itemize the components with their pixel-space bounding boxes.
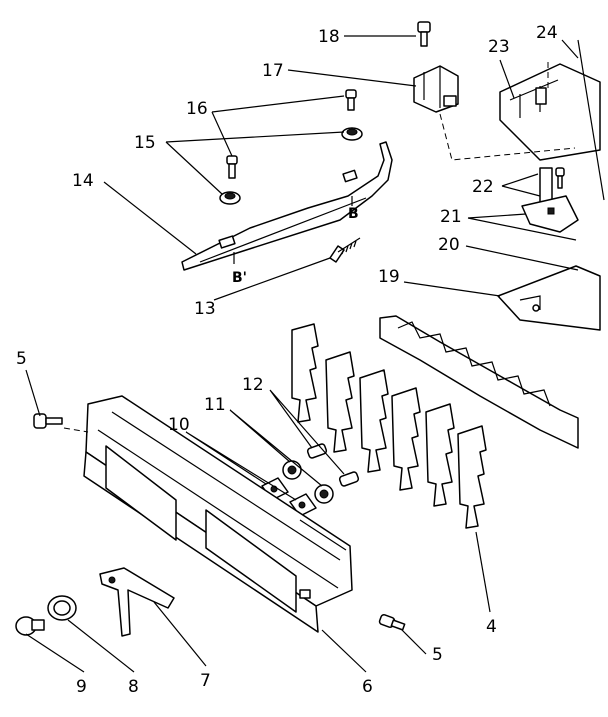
part-7-lever bbox=[99, 567, 175, 637]
callout-4: 4 bbox=[486, 617, 497, 637]
callout-24: 24 bbox=[536, 23, 558, 43]
section-mark-b: B bbox=[348, 206, 359, 222]
part-8-knob bbox=[47, 595, 77, 621]
part-15-washer-b bbox=[219, 191, 241, 205]
part-15-washer-a bbox=[341, 127, 363, 141]
main-frame-rail bbox=[379, 315, 579, 449]
callout-7: 7 bbox=[200, 671, 211, 691]
section-mark-b-prime: B' bbox=[232, 270, 247, 286]
callout-15: 15 bbox=[134, 133, 156, 153]
callout-11: 11 bbox=[204, 395, 226, 415]
callout-20: 20 bbox=[438, 235, 460, 255]
callout-10: 10 bbox=[168, 415, 190, 435]
part-16-screw-a bbox=[345, 89, 357, 111]
part-6-main-frame bbox=[83, 395, 353, 633]
callout-16: 16 bbox=[186, 99, 208, 119]
part-13-spring bbox=[329, 237, 361, 263]
callout-labels: 18 17 23 24 16 15 14 13 22 21 20 19 5 12… bbox=[16, 23, 558, 697]
callout-12: 12 bbox=[242, 375, 264, 395]
callout-18: 18 bbox=[318, 27, 340, 47]
callout-22: 22 bbox=[472, 177, 494, 197]
callout-17: 17 bbox=[262, 61, 284, 81]
callout-19: 19 bbox=[378, 267, 400, 287]
part-16-screw-b bbox=[226, 155, 238, 179]
callout-5-right: 5 bbox=[432, 645, 443, 665]
callout-8: 8 bbox=[128, 677, 139, 697]
callout-21: 21 bbox=[440, 207, 462, 227]
part-5-screw-left bbox=[33, 413, 63, 429]
frame-edge-line bbox=[577, 39, 605, 201]
part-19-base-plate bbox=[497, 265, 601, 331]
part-18-screw bbox=[417, 21, 431, 47]
callout-9: 9 bbox=[76, 677, 87, 697]
part-9-button bbox=[15, 616, 45, 636]
part-17-bracket bbox=[413, 65, 459, 113]
part-4-contact-plates bbox=[291, 323, 487, 529]
leader-lines bbox=[25, 35, 579, 673]
callout-14: 14 bbox=[72, 171, 94, 191]
callout-13: 13 bbox=[194, 299, 216, 319]
part-21-bracket bbox=[521, 195, 579, 233]
part-5-screw-right bbox=[378, 614, 406, 631]
callout-6: 6 bbox=[362, 677, 373, 697]
alignment-dashes-top bbox=[439, 62, 576, 161]
part-23-plate bbox=[499, 63, 601, 161]
callout-23: 23 bbox=[488, 37, 510, 57]
callout-5-left: 5 bbox=[16, 349, 27, 369]
part-14-arm bbox=[181, 141, 393, 271]
